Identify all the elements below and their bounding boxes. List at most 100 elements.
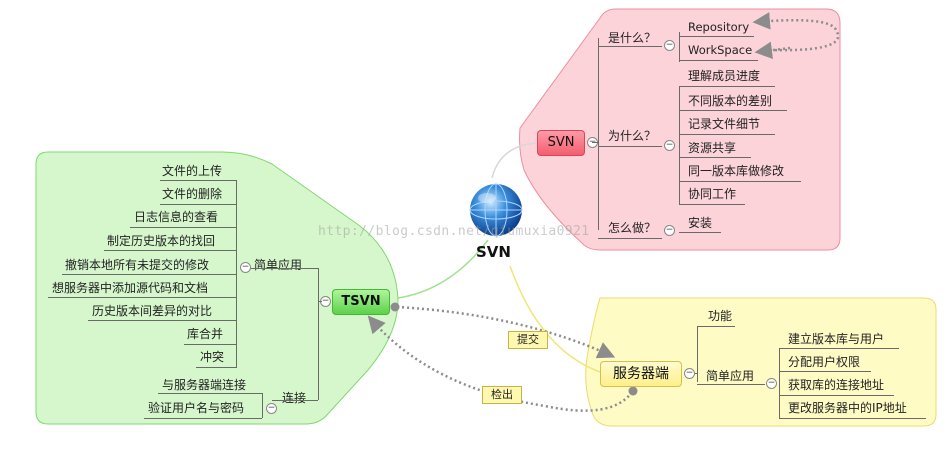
- server-simple-item-3-underline: [779, 395, 894, 396]
- tsvn-connect-item-1[interactable]: 与服务器端连接: [162, 378, 247, 392]
- svn-why-item-6-underline: [679, 204, 745, 205]
- svn-how-label[interactable]: 怎么做？: [608, 221, 657, 235]
- server-simple-item-1-underline: [779, 348, 899, 349]
- server-branch-line: [695, 373, 698, 374]
- svn-why-children-line: [679, 86, 680, 204]
- svn-why-item-6[interactable]: 协同工作: [688, 187, 737, 201]
- tsvn-topic-label: TSVN: [341, 294, 381, 309]
- tsvn-simple-item-5[interactable]: 撤销本地所有未提交的修改: [65, 258, 210, 272]
- svn-why-item-2[interactable]: 不同版本的差别: [688, 94, 773, 108]
- tsvn-simple-item-9-underline: [196, 367, 237, 368]
- svn-why-item-4-underline: [679, 157, 751, 158]
- server-function-underline: [697, 326, 735, 327]
- tsvn-simple-underline: [250, 268, 318, 269]
- svn-how-item-1-underline: [679, 232, 721, 233]
- tsvn-simple-item-2[interactable]: 文件的删除: [162, 187, 223, 201]
- tsvn-simple-item-1-underline: [160, 180, 237, 181]
- svn-why-label[interactable]: 为什么？: [608, 129, 657, 143]
- server-function-label[interactable]: 功能: [708, 309, 733, 323]
- tsvn-simple-item-3[interactable]: 日志信息的查看: [134, 210, 219, 224]
- server-simple-label[interactable]: 简单应用: [706, 369, 755, 383]
- svn-why-item-5-underline: [679, 181, 801, 182]
- tsvn-topic[interactable]: TSVN: [332, 289, 390, 315]
- svn-why-collapse-toggle[interactable]: −: [664, 140, 675, 151]
- svn-what-underline: [598, 46, 662, 47]
- server-collapse-toggle[interactable]: −: [684, 368, 695, 379]
- tsvn-simple-item-7[interactable]: 历史版本间差异的对比: [92, 304, 213, 318]
- svn-what-item-1[interactable]: Repository: [688, 20, 750, 34]
- server-simple-item-4-underline: [779, 418, 926, 419]
- svn-how-collapse-toggle[interactable]: −: [664, 225, 675, 236]
- commit-relation-start-dot: [390, 302, 400, 312]
- server-simple-item-4[interactable]: 更改服务器中的IP地址: [788, 401, 907, 415]
- svn-branch-line: [592, 142, 599, 143]
- tsvn-simple-item-6[interactable]: 想服务器中添加源代码和文档: [52, 281, 209, 295]
- server-simple-item-1[interactable]: 建立版本库与用户: [788, 332, 885, 346]
- svn-trunk-line: [598, 38, 599, 230]
- svn-what-item-2-underline: [679, 60, 758, 61]
- server-topic-label: 服务器端: [613, 366, 669, 382]
- center-topic-label[interactable]: SVN: [476, 243, 511, 261]
- tsvn-simple-item-4-underline: [104, 250, 237, 251]
- globe-icon: [469, 183, 523, 237]
- tsvn-connect-item-2-underline: [144, 418, 262, 419]
- tsvn-connect-underline: [272, 400, 318, 401]
- svn-how-item-1[interactable]: 安装: [688, 216, 713, 230]
- server-area: [585, 297, 937, 427]
- checkout-relation-label[interactable]: 检出: [482, 386, 522, 404]
- svn-why-item-1-underline: [679, 86, 775, 87]
- tsvn-connect-collapse-toggle[interactable]: −: [266, 403, 277, 414]
- tsvn-connect-item-1-underline: [158, 393, 262, 394]
- tsvn-connect-item-2[interactable]: 验证用户名与密码: [148, 401, 245, 415]
- svn-how-underline: [598, 238, 662, 239]
- tsvn-simple-item-4[interactable]: 制定历史版本的找回: [107, 234, 216, 248]
- tsvn-simple-item-2-underline: [160, 204, 237, 205]
- commit-relation-line: [396, 305, 616, 359]
- svn-what-label[interactable]: 是什么？: [608, 31, 657, 45]
- svn-why-item-4[interactable]: 资源共享: [688, 141, 737, 155]
- tsvn-simple-item-5-underline: [62, 274, 237, 275]
- svn-topic[interactable]: SVN: [537, 130, 585, 156]
- tsvn-trunk-line: [318, 268, 319, 400]
- server-simple-children-line: [779, 348, 780, 418]
- tsvn-simple-item-9[interactable]: 冲突: [200, 350, 225, 364]
- svn-why-item-3-underline: [679, 134, 775, 135]
- connector-center-server: [509, 265, 601, 373]
- checkout-relation-start-dot: [628, 386, 638, 396]
- svn-what-item-2[interactable]: WorkSpace: [688, 43, 753, 57]
- svn-why-item-2-underline: [679, 110, 787, 111]
- svn-what-children-line: [679, 32, 680, 62]
- tsvn-simple-item-7-underline: [88, 320, 237, 321]
- tsvn-connect-label[interactable]: 连接: [282, 391, 307, 405]
- workspace-repository-relation-arrow: [754, 41, 791, 59]
- server-topic[interactable]: 服务器端: [600, 361, 682, 387]
- tsvn-connect-children-line: [262, 393, 263, 418]
- svn-what-item-1-underline: [679, 36, 754, 37]
- connector-center-svn: [491, 142, 537, 179]
- server-simple-collapse-toggle[interactable]: −: [766, 378, 777, 389]
- checkout-relation-line: [367, 315, 634, 412]
- server-simple-item-2[interactable]: 分配用户权限: [788, 355, 861, 369]
- svn-why-item-1[interactable]: 理解成员进度: [688, 69, 761, 83]
- svn-why-item-5[interactable]: 同一版本库做修改: [688, 164, 785, 178]
- svn-why-item-3[interactable]: 记录文件细节: [688, 117, 761, 131]
- tsvn-simple-item-6-underline: [48, 297, 237, 298]
- tsvn-simple-item-1[interactable]: 文件的上传: [162, 164, 223, 178]
- tsvn-simple-item-3-underline: [130, 227, 237, 228]
- commit-relation-label[interactable]: 提交: [508, 331, 548, 349]
- svn-what-collapse-toggle[interactable]: −: [664, 40, 675, 51]
- tsvn-branch-line: [318, 301, 322, 302]
- server-simple-item-2-underline: [779, 371, 871, 372]
- tsvn-simple-label[interactable]: 简单应用: [254, 258, 303, 272]
- tsvn-simple-item-8[interactable]: 库合并: [187, 327, 224, 341]
- svn-why-underline: [598, 146, 662, 147]
- server-simple-underline: [697, 384, 765, 385]
- tsvn-simple-item-8-underline: [184, 344, 237, 345]
- connector-center-tsvn: [397, 239, 489, 299]
- server-simple-item-3[interactable]: 获取库的连接地址: [788, 378, 885, 392]
- server-trunk-line: [697, 326, 698, 382]
- tsvn-simple-collapse-toggle[interactable]: −: [240, 262, 251, 273]
- watermark: http://blog.csdn.net/qiumuxia0921: [318, 224, 590, 239]
- tsvn-area: [35, 151, 399, 425]
